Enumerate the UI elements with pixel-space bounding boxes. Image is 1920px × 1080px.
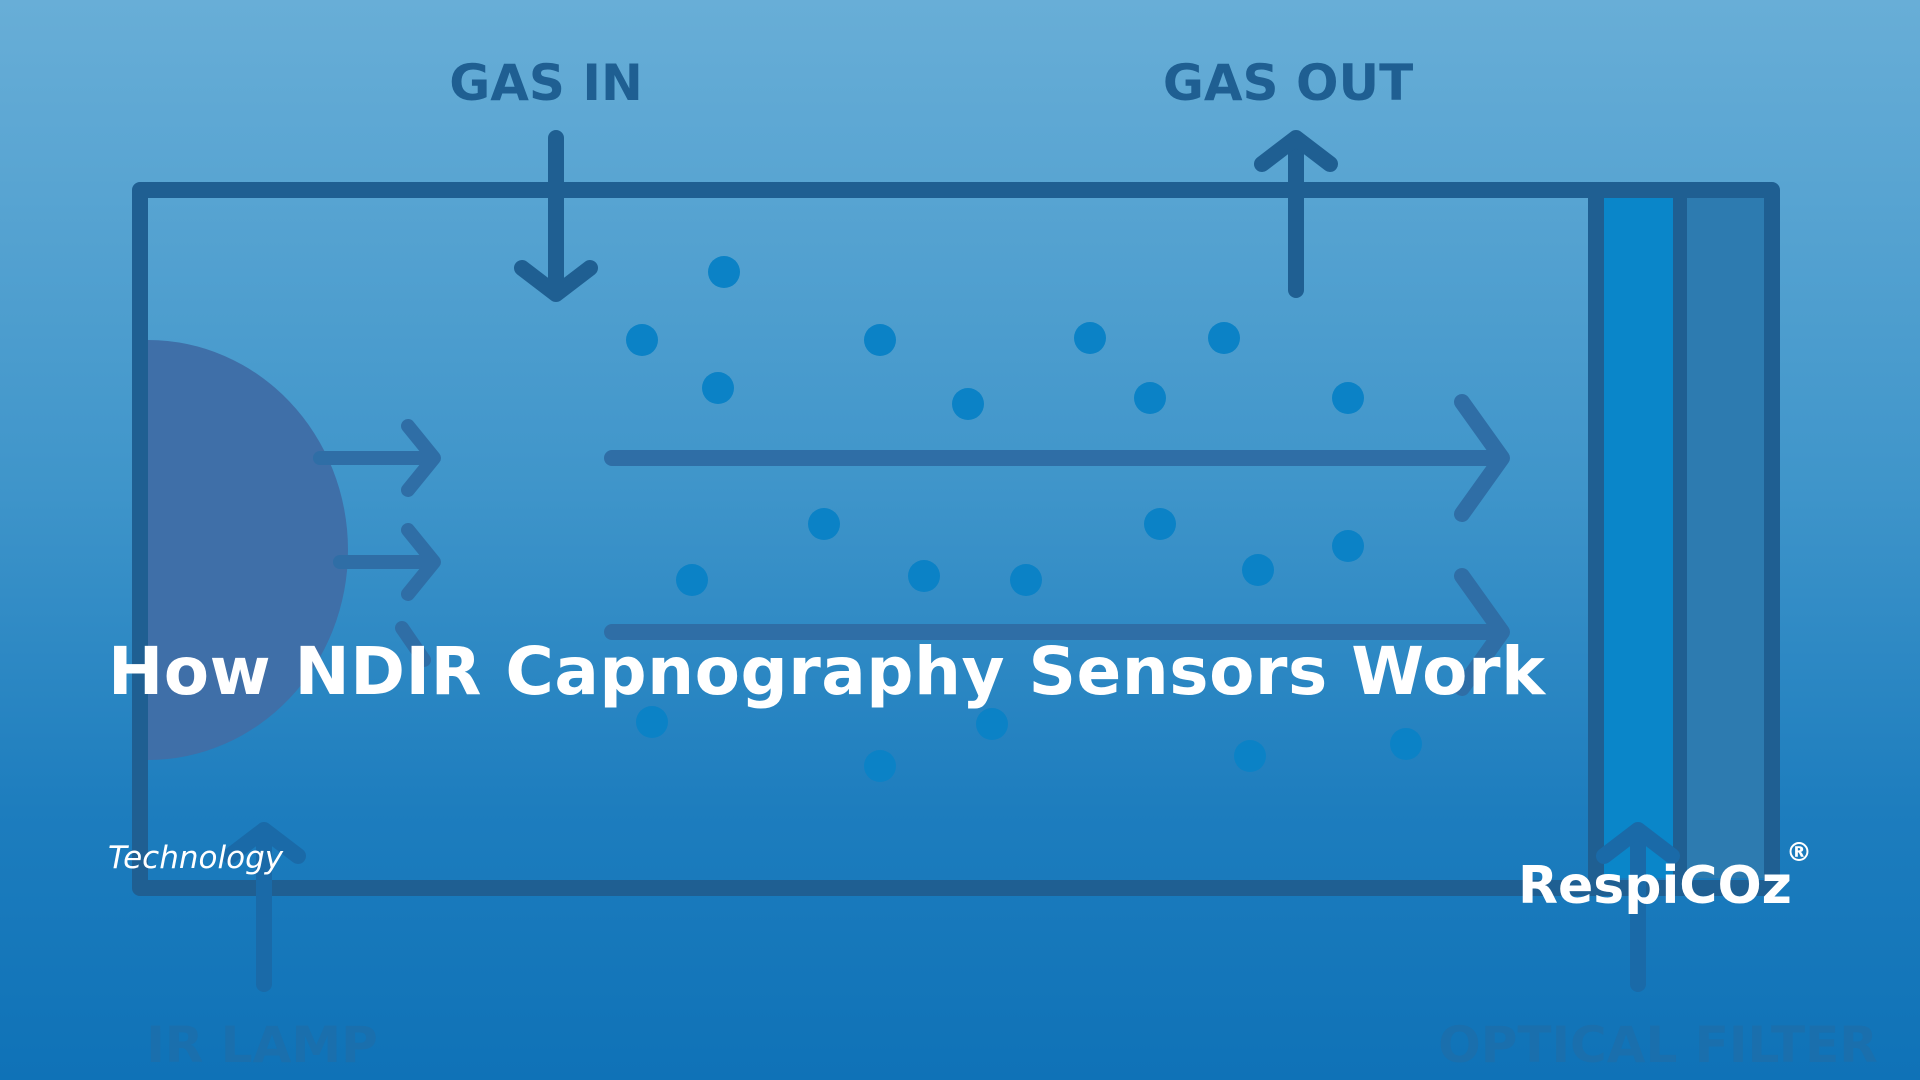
optical-filter-inner xyxy=(1602,198,1676,878)
gas-molecule xyxy=(636,706,668,738)
gas-molecules xyxy=(626,256,1422,782)
gas-molecule xyxy=(1390,728,1422,760)
optical-filter-label: OPTICAL FILTER xyxy=(1438,1016,1878,1074)
optical-filter-pointer-arrow xyxy=(1596,822,1680,992)
gas-molecule xyxy=(952,388,984,420)
gas-in-label: GAS IN xyxy=(449,54,643,112)
gas-molecule xyxy=(1134,382,1166,414)
gas-molecule xyxy=(1208,322,1240,354)
sensor-chamber xyxy=(132,182,1780,896)
gas-molecule xyxy=(676,564,708,596)
ir-lamp-label: IR LAMP xyxy=(146,1016,377,1074)
gas-molecule xyxy=(864,324,896,356)
gas-out-label: GAS OUT xyxy=(1163,54,1413,112)
gas-molecule xyxy=(1144,508,1176,540)
optical-filter-outer xyxy=(1684,198,1764,878)
gas-molecule xyxy=(976,708,1008,740)
gas-molecule xyxy=(864,750,896,782)
gas-molecule xyxy=(1010,564,1042,596)
infrared-beams xyxy=(604,394,1510,696)
ir-lamp-shape xyxy=(148,340,348,760)
gas-molecule xyxy=(702,372,734,404)
gas-molecule xyxy=(1332,382,1364,414)
gas-molecule xyxy=(908,560,940,592)
gas-out-arrow xyxy=(1254,130,1338,298)
ir-lamp-pointer-arrow xyxy=(222,822,306,992)
lamp-emission-arrows xyxy=(313,419,441,667)
gas-molecule xyxy=(808,508,840,540)
gas-molecule xyxy=(708,256,740,288)
gas-molecule xyxy=(626,324,658,356)
gas-molecule xyxy=(1234,740,1266,772)
gas-molecule xyxy=(1074,322,1106,354)
gas-molecule xyxy=(1242,554,1274,586)
gas-in-arrow xyxy=(514,130,598,302)
gas-molecule xyxy=(1332,530,1364,562)
